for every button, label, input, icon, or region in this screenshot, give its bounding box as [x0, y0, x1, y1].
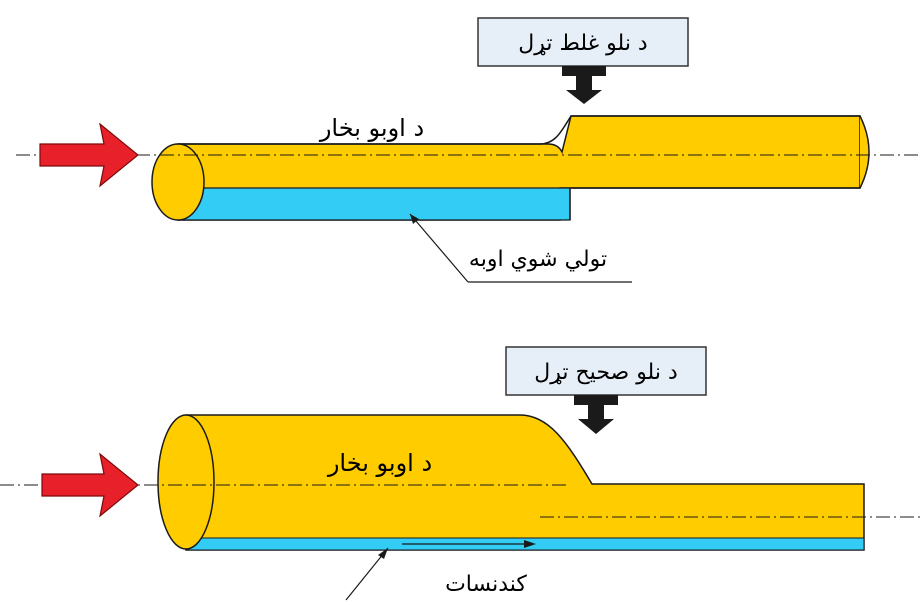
bottom-pipe	[185, 414, 865, 551]
bottom-box-label: د نلو صحيح تړل	[534, 360, 678, 385]
top-water	[177, 187, 571, 221]
flow-arrow-icon	[39, 122, 139, 188]
bottom-pipe-opening	[157, 414, 215, 550]
flow-arrow-icon	[41, 452, 139, 518]
top-water-label: تولي شوي اوبه	[469, 247, 607, 272]
top-pipe-label: د اوبو بخار	[319, 114, 424, 142]
condensate-label: کندنسات	[445, 572, 527, 597]
pipe-clamp-icon	[562, 66, 606, 104]
bottom-pipe-label: د اوبو بخار	[327, 449, 432, 477]
top-diagram: د نلو غلط تړل د اوبو بخار تولي شوي اوبه	[16, 17, 918, 283]
pipe-clamp-icon	[574, 395, 618, 434]
top-label-box	[477, 17, 689, 67]
bottom-diagram: د نلو صحيح تړل د اوبو بخار کندنسات	[0, 346, 921, 601]
top-water-pointer	[409, 213, 469, 283]
top-box-label: د نلو غلط تړل	[518, 31, 647, 56]
top-pipe-opening	[151, 143, 205, 221]
